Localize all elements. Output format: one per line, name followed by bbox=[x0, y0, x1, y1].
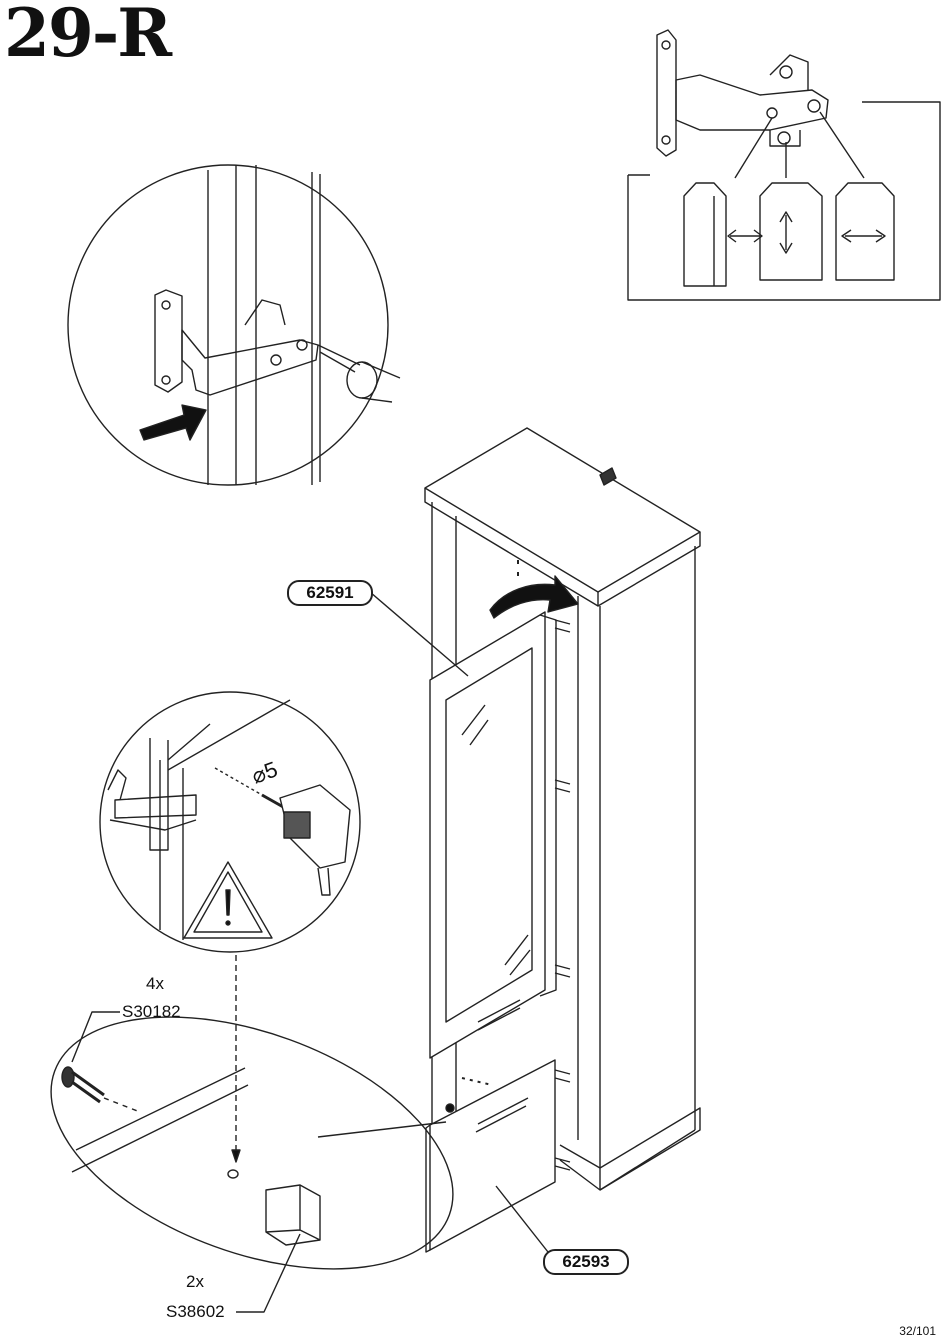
screw-code: S30182 bbox=[122, 1002, 181, 1022]
adjust-side-box bbox=[836, 183, 894, 280]
warning-triangle-icon bbox=[184, 862, 272, 938]
screwdriver-icon bbox=[318, 345, 400, 402]
screw-quantity: 4x bbox=[146, 974, 164, 994]
drill-icon bbox=[215, 768, 350, 895]
door-insertion-arrow bbox=[490, 576, 578, 618]
adjust-height-box bbox=[760, 183, 822, 280]
bumper-code: S38602 bbox=[166, 1302, 225, 1322]
screw-icon bbox=[62, 1067, 104, 1102]
push-arrow-icon bbox=[140, 405, 206, 440]
bumper-quantity: 2x bbox=[186, 1272, 204, 1292]
screw-detail-ellipse bbox=[17, 968, 487, 1318]
adjust-arrow-icon bbox=[780, 212, 792, 253]
page-number: 32/101 bbox=[899, 1324, 936, 1338]
glass-door bbox=[430, 612, 556, 1058]
drill-detail-circle bbox=[100, 692, 360, 952]
part-label-62593: 62593 bbox=[543, 1249, 629, 1275]
part-label-62591: 62591 bbox=[287, 580, 373, 606]
adjust-depth-box bbox=[684, 183, 726, 286]
cabinet bbox=[425, 428, 700, 1252]
hinge-icon bbox=[657, 30, 828, 156]
hinge-detail-circle bbox=[68, 165, 400, 485]
hinge-adjustment-panel bbox=[628, 30, 940, 300]
bumper-icon bbox=[266, 1185, 320, 1245]
